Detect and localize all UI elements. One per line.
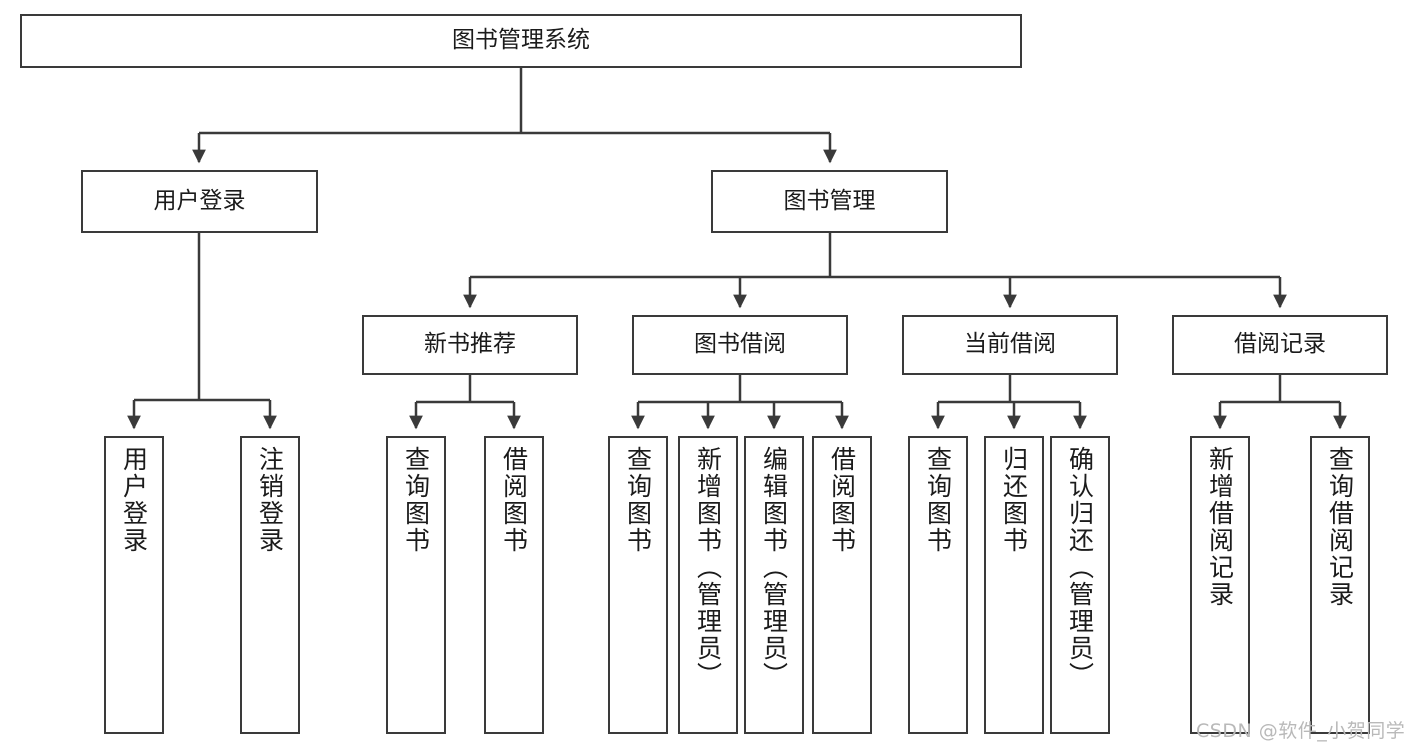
node-label: 借阅图书 (827, 446, 857, 554)
leaf-edit-book-admin[interactable]: 编辑图书（管理员） (744, 436, 804, 734)
node-current-borrow[interactable]: 当前借阅 (902, 315, 1118, 375)
node-label: 新增图书（管理员） (693, 446, 723, 689)
node-new-book-recommend[interactable]: 新书推荐 (362, 315, 578, 375)
leaf-query-book-current[interactable]: 查询图书 (908, 436, 968, 734)
node-label: 归还图书 (999, 446, 1029, 554)
leaf-user-login[interactable]: 用户登录 (104, 436, 164, 734)
node-book-borrow[interactable]: 图书借阅 (632, 315, 848, 375)
node-label: 用户登录 (119, 446, 149, 554)
node-label: 查询图书 (623, 446, 653, 554)
node-borrow-record[interactable]: 借阅记录 (1172, 315, 1388, 375)
node-label: 当前借阅 (964, 331, 1056, 358)
leaf-query-book-recommend[interactable]: 查询图书 (386, 436, 446, 734)
leaf-borrow-book-recommend[interactable]: 借阅图书 (484, 436, 544, 734)
node-book-management[interactable]: 图书管理 (711, 170, 948, 233)
node-label: 查询图书 (401, 446, 431, 554)
watermark: CSDN @软件_小贺同学 (1196, 720, 1405, 742)
node-root[interactable]: 图书管理系统 (20, 14, 1022, 68)
leaf-add-book-admin[interactable]: 新增图书（管理员） (678, 436, 738, 734)
node-label: 新书推荐 (424, 331, 516, 358)
node-label: 图书借阅 (694, 331, 786, 358)
leaf-confirm-return-admin[interactable]: 确认归还（管理员） (1050, 436, 1110, 734)
node-label: 图书管理系统 (452, 27, 590, 54)
leaf-add-borrow-record[interactable]: 新增借阅记录 (1190, 436, 1250, 734)
node-label: 确认归还（管理员） (1065, 446, 1095, 689)
node-label: 借阅图书 (499, 446, 529, 554)
node-label: 查询图书 (923, 446, 953, 554)
leaf-borrow-book[interactable]: 借阅图书 (812, 436, 872, 734)
leaf-return-book[interactable]: 归还图书 (984, 436, 1044, 734)
node-label: 查询借阅记录 (1325, 446, 1355, 608)
leaf-query-book-borrow[interactable]: 查询图书 (608, 436, 668, 734)
leaf-logout[interactable]: 注销登录 (240, 436, 300, 734)
node-label: 借阅记录 (1234, 331, 1326, 358)
node-user-login[interactable]: 用户登录 (81, 170, 318, 233)
leaf-query-borrow-record[interactable]: 查询借阅记录 (1310, 436, 1370, 734)
node-label: 注销登录 (255, 446, 285, 554)
node-label: 新增借阅记录 (1205, 446, 1235, 608)
node-label: 用户登录 (153, 187, 246, 214)
node-label: 图书管理 (783, 187, 876, 214)
node-label: 编辑图书（管理员） (759, 446, 789, 689)
